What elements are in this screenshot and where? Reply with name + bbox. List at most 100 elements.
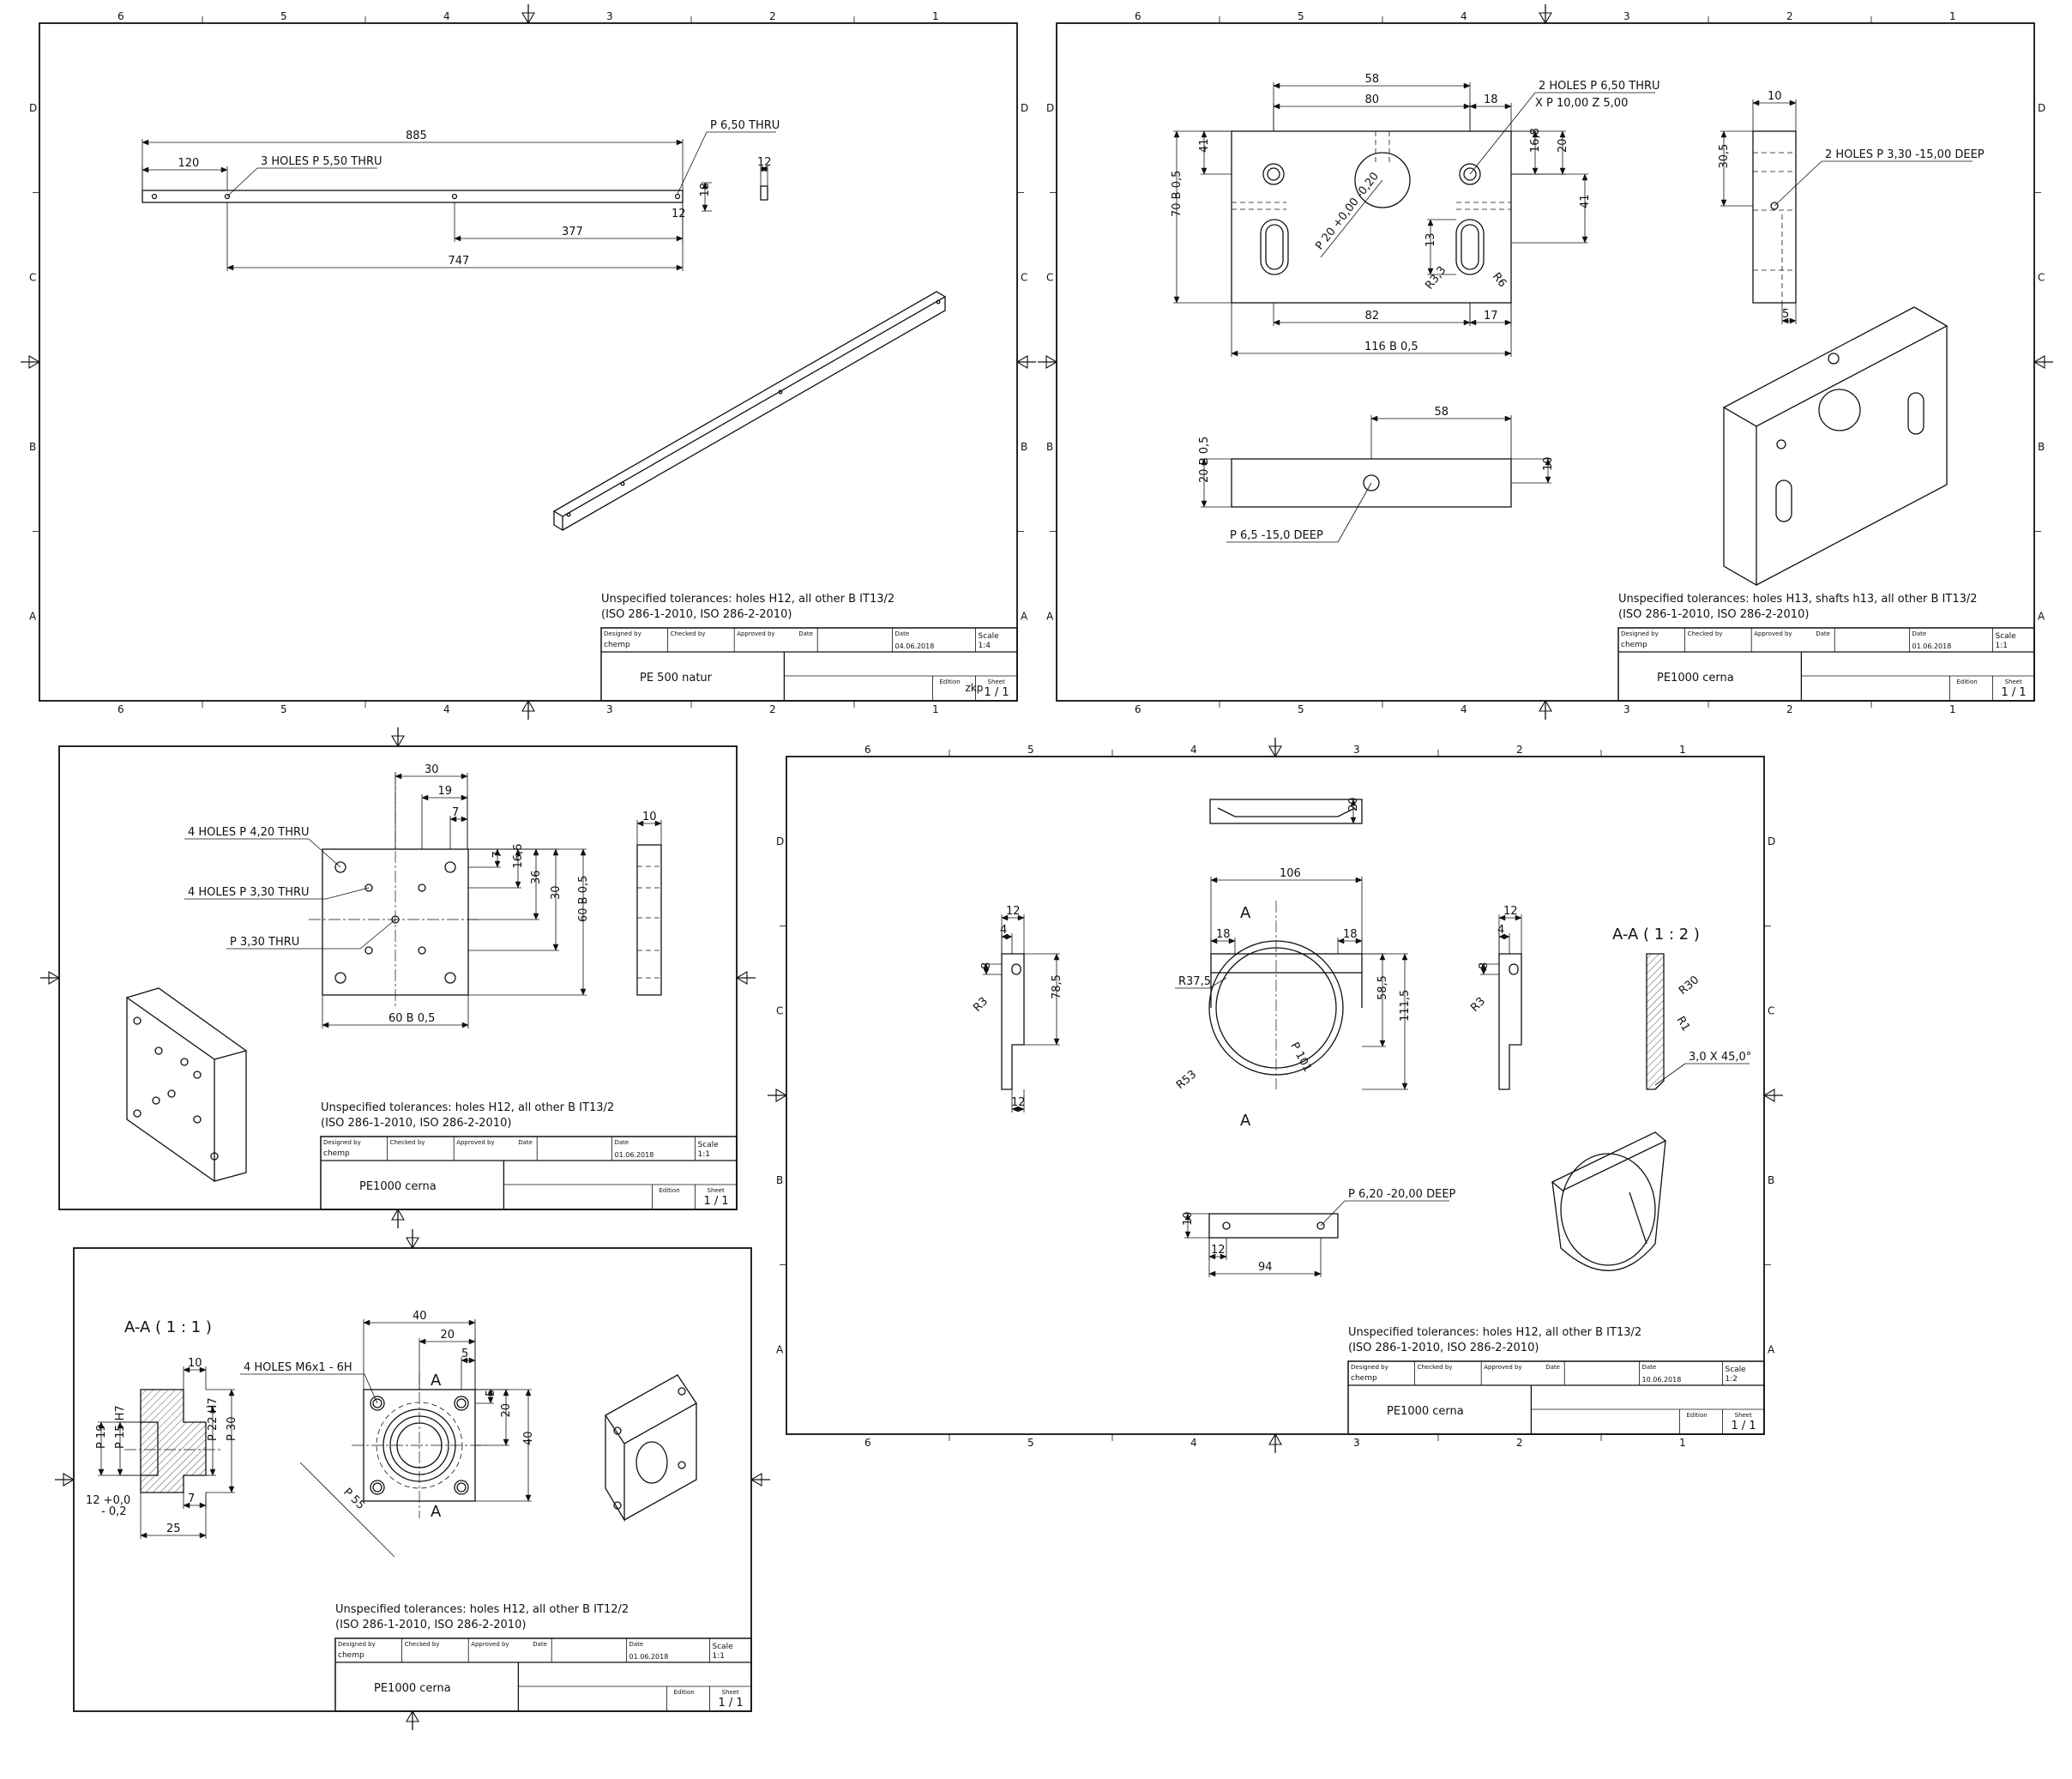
slot (1461, 224, 1479, 270)
label-text: 1:4 (979, 642, 991, 650)
line (677, 131, 708, 195)
contour (1427, 268, 1434, 275)
circle (1463, 167, 1477, 181)
label-text: 10.06.2018 (1642, 1376, 1682, 1384)
circle (454, 1480, 469, 1495)
label-text: PE1000 cerna (359, 1180, 437, 1193)
label-text: 60 B 0,5 (577, 876, 590, 922)
contour (1504, 103, 1512, 110)
contour (735, 971, 748, 985)
label-text: 40 (413, 1310, 427, 1323)
circle (193, 1070, 202, 1079)
contour (1005, 933, 1013, 940)
label-text: 80 (1365, 93, 1380, 106)
contour (702, 182, 708, 190)
label-text: Checked by (405, 1641, 440, 1648)
contour (1231, 350, 1238, 357)
contour (580, 848, 587, 856)
title-block-frame (1347, 1360, 1765, 1435)
label-text: 3 (1623, 10, 1630, 22)
label-text: Unspecified tolerances: holes H12, all o… (601, 593, 894, 606)
label-text: 5 (280, 10, 287, 22)
contour (1545, 458, 1551, 466)
contour (1720, 130, 1727, 138)
label-text: 3 (606, 703, 613, 715)
label-text: Checked by (1418, 1364, 1453, 1371)
contour (461, 794, 468, 801)
label-text: 1 (1949, 10, 1956, 22)
contour (1469, 319, 1477, 326)
label-text: Checked by (1688, 630, 1723, 637)
contour (142, 166, 149, 173)
circle (778, 389, 783, 395)
contour (1228, 938, 1236, 944)
contour (1463, 103, 1471, 110)
outline (1231, 130, 1512, 304)
ring (1560, 1153, 1656, 1266)
circle (364, 883, 373, 892)
slot (1907, 392, 1924, 435)
label-text: Designed by (323, 1139, 361, 1146)
circle (1459, 163, 1481, 185)
circle (1818, 389, 1861, 431)
label-text: Scale (713, 1643, 734, 1651)
contour (468, 1338, 476, 1345)
contour (1503, 933, 1510, 940)
contour (141, 1421, 159, 1476)
label-text: 2 (1516, 744, 1523, 756)
contour (533, 913, 539, 920)
line (299, 1462, 395, 1558)
label-text: C (2038, 271, 2045, 283)
contour (199, 1502, 207, 1509)
contour (494, 860, 501, 868)
label-text: 17 (1484, 310, 1498, 323)
label-text: Date (1816, 630, 1830, 637)
label-text: B (2038, 441, 2045, 453)
bore (635, 1441, 668, 1484)
label-text: 20 (500, 1403, 513, 1418)
label-text: 1 / 1 (719, 1697, 744, 1710)
circle (133, 1109, 142, 1118)
label-text: chemp (338, 1651, 364, 1660)
circle (1222, 1221, 1231, 1230)
label-text: 41 (1579, 194, 1592, 208)
contour (552, 848, 559, 856)
outline (1210, 953, 1363, 974)
label-text: 40 (522, 1431, 535, 1445)
contour (1001, 953, 1025, 1090)
contour (636, 820, 644, 827)
contour (1208, 1270, 1216, 1277)
contour (117, 1421, 123, 1429)
circle (1828, 353, 1840, 365)
contour (209, 1468, 216, 1476)
label-text: 1 (1949, 703, 1956, 715)
label-text: 4 (1190, 1437, 1197, 1449)
circle (224, 193, 231, 200)
label-text: R3 (1468, 995, 1488, 1015)
label-text: 16,8 (1529, 128, 1542, 153)
label-text: 30 (550, 885, 563, 900)
label-text: 6 (117, 703, 124, 715)
contour (1498, 914, 1506, 921)
contour (1379, 1040, 1386, 1047)
contour (1355, 877, 1363, 883)
circle (936, 299, 941, 305)
label-text: P 3,30 THRU (230, 936, 299, 949)
contour (1504, 415, 1512, 422)
label-text: 111,5 (1399, 990, 1412, 1022)
label-text: 4 HOLES P 3,30 THRU (188, 886, 310, 899)
contour (1045, 355, 1058, 369)
circle (372, 1398, 382, 1408)
label-text: 01.06.2018 (629, 1653, 669, 1661)
label-text: 01.06.2018 (615, 1151, 654, 1159)
contour (503, 1438, 509, 1446)
label-text: 13 (1424, 232, 1437, 247)
contour (1469, 103, 1477, 110)
slot (1260, 219, 1289, 275)
contour (1756, 326, 1948, 586)
title-block-frame (600, 627, 1018, 702)
circle (1363, 474, 1380, 491)
label-text: 5 (1027, 744, 1034, 756)
contour (461, 773, 468, 780)
